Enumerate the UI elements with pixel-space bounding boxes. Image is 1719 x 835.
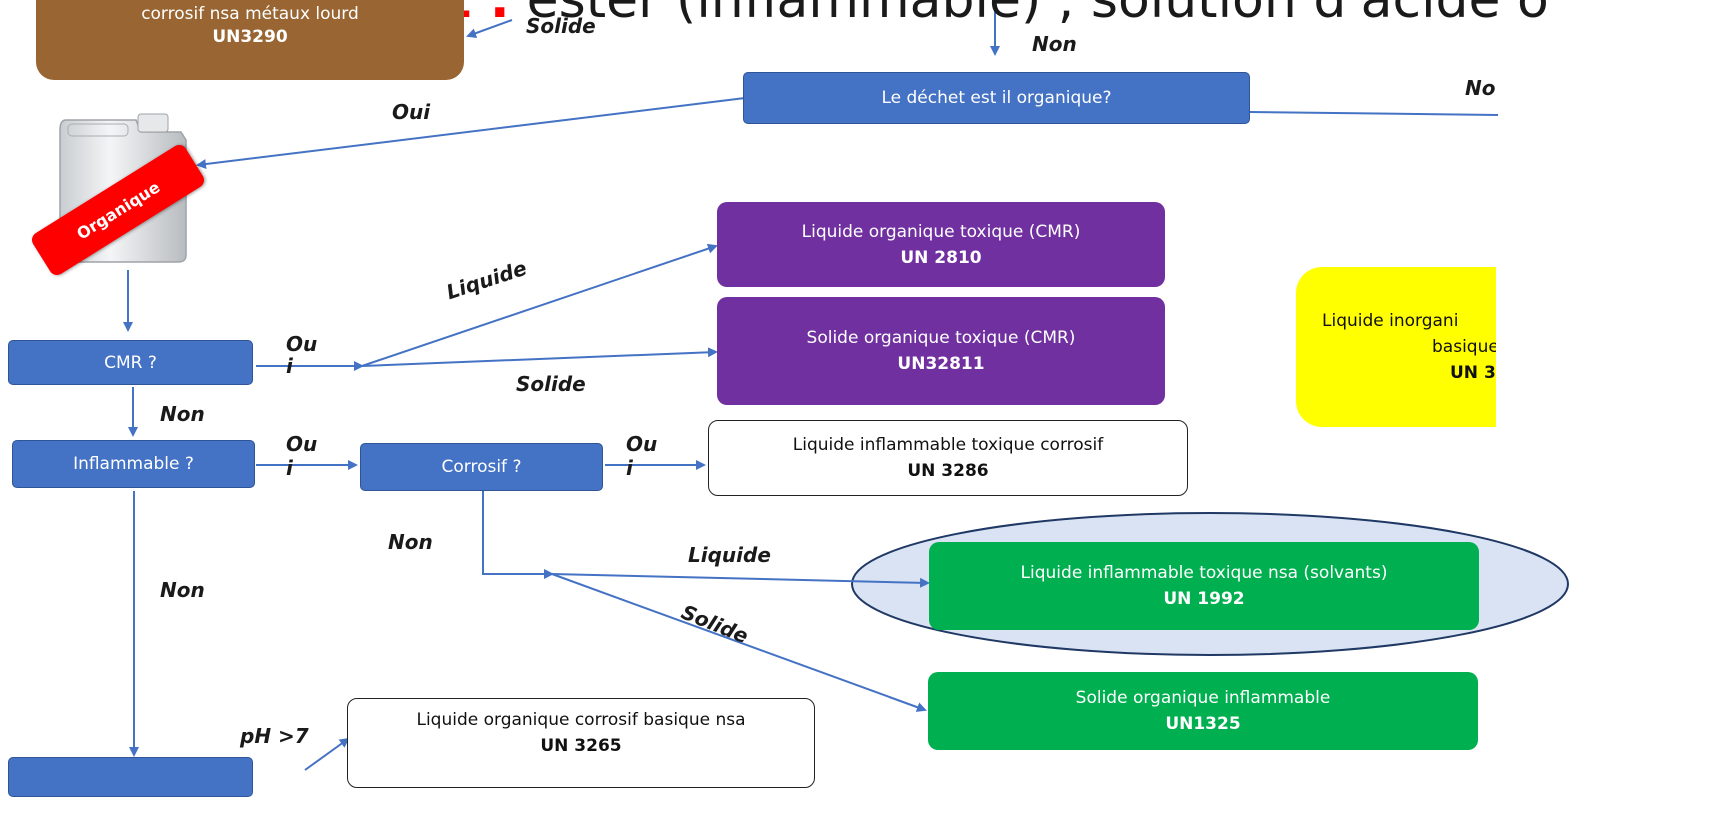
edge-liquide-cmr — [361, 243, 718, 367]
edge-solide-top — [466, 19, 513, 38]
edge-liquide-solv — [551, 573, 930, 588]
box-un1325-line1: Solide organique inflammable — [1075, 688, 1331, 708]
question-organique: Le déchet est il organique? — [743, 72, 1250, 124]
box-inorganique-line1: Liquide inorgani — [1322, 311, 1459, 331]
label-oui-corr-2: i — [626, 456, 633, 480]
box-un3286-code: UN 3286 — [907, 461, 989, 481]
box-un2810-line1: Liquide organique toxique (CMR) — [801, 221, 1081, 242]
label-non-right: No — [1465, 76, 1496, 100]
box-un32811-line1: Solide organique toxique (CMR) — [806, 328, 1076, 348]
node-inflammable: Inflammable ? — [12, 440, 255, 488]
label-non-top: Non — [1032, 32, 1077, 56]
box-un2810-code: UN 2810 — [900, 247, 982, 268]
label-liquide-solv: Liquide — [688, 543, 771, 567]
edge-non-right — [1249, 111, 1499, 116]
box-un3265-line1: Liquide organique corrosif basique nsa — [416, 710, 746, 730]
box-un1325: Solide organique inflammable UN1325 — [928, 672, 1478, 750]
label-oui-organique: Oui — [392, 100, 431, 124]
question-organique-label: Le déchet est il organique? — [881, 88, 1112, 108]
label-solide-top: Solide — [526, 14, 596, 38]
box-inorganique: Liquide inorgani basique UN 32 — [1296, 267, 1496, 427]
box-un3265-code: UN 3265 — [540, 736, 622, 756]
edge-solide-solv — [551, 573, 927, 712]
node-bottom-partial — [8, 757, 253, 797]
box-un3286: Liquide inflammable toxique corrosif UN … — [708, 420, 1188, 496]
box-un32811-code: UN32811 — [897, 354, 985, 374]
box-un3290-code: UN3290 — [212, 27, 288, 47]
label-oui-cmr-1: Ou — [286, 332, 318, 356]
label-non-cmr: Non — [160, 402, 205, 426]
edge-corr-non — [482, 491, 554, 579]
box-un1992: Liquide inflammable toxique nsa (solvant… — [929, 542, 1479, 630]
label-oui-corr-1: Ou — [626, 432, 658, 456]
box-un32811: Solide organique toxique (CMR) UN32811 — [717, 297, 1165, 405]
node-cmr: CMR ? — [8, 340, 253, 385]
box-un1325-code: UN1325 — [1165, 714, 1241, 734]
box-inorganique-line2: basique — [1432, 337, 1496, 357]
box-un2810: Liquide organique toxique (CMR) UN 2810 — [717, 202, 1165, 287]
node-inflammable-label: Inflammable ? — [73, 454, 194, 474]
label-ph: pH >7 — [240, 724, 309, 748]
node-cmr-label: CMR ? — [104, 352, 157, 373]
title-rest: ester (inflammable) , solution d'acide o — [510, 0, 1549, 30]
edge-ph — [304, 737, 350, 771]
edge-solide-cmr — [361, 347, 718, 367]
box-un3265: Liquide organique corrosif basique nsa U… — [347, 698, 815, 788]
edge-oui-organique — [196, 97, 746, 169]
label-oui-infl-1: Ou — [286, 432, 318, 456]
node-corrosif: Corrosif ? — [360, 443, 603, 491]
node-corrosif-label: Corrosif ? — [441, 457, 522, 477]
box-inorganique-code: UN 32 — [1450, 363, 1496, 383]
box-un3290-line1: corrosif nsa métaux lourd — [141, 4, 359, 24]
box-inorganique-clip: Liquide inorgani basique UN 32 — [1296, 267, 1496, 427]
box-un1992-line1: Liquide inflammable toxique nsa (solvant… — [1020, 563, 1388, 583]
label-non-corr: Non — [388, 530, 433, 554]
box-un1992-code: UN 1992 — [1163, 589, 1245, 609]
label-solide-cmr: Solide — [516, 372, 586, 396]
label-oui-cmr-2: i — [286, 354, 293, 378]
label-oui-infl-2: i — [286, 456, 293, 480]
label-non-infl: Non — [160, 578, 205, 602]
box-un3286-line1: Liquide inflammable toxique corrosif — [792, 435, 1104, 455]
box-un3290: corrosif nsa métaux lourd UN3290 — [36, 0, 464, 80]
